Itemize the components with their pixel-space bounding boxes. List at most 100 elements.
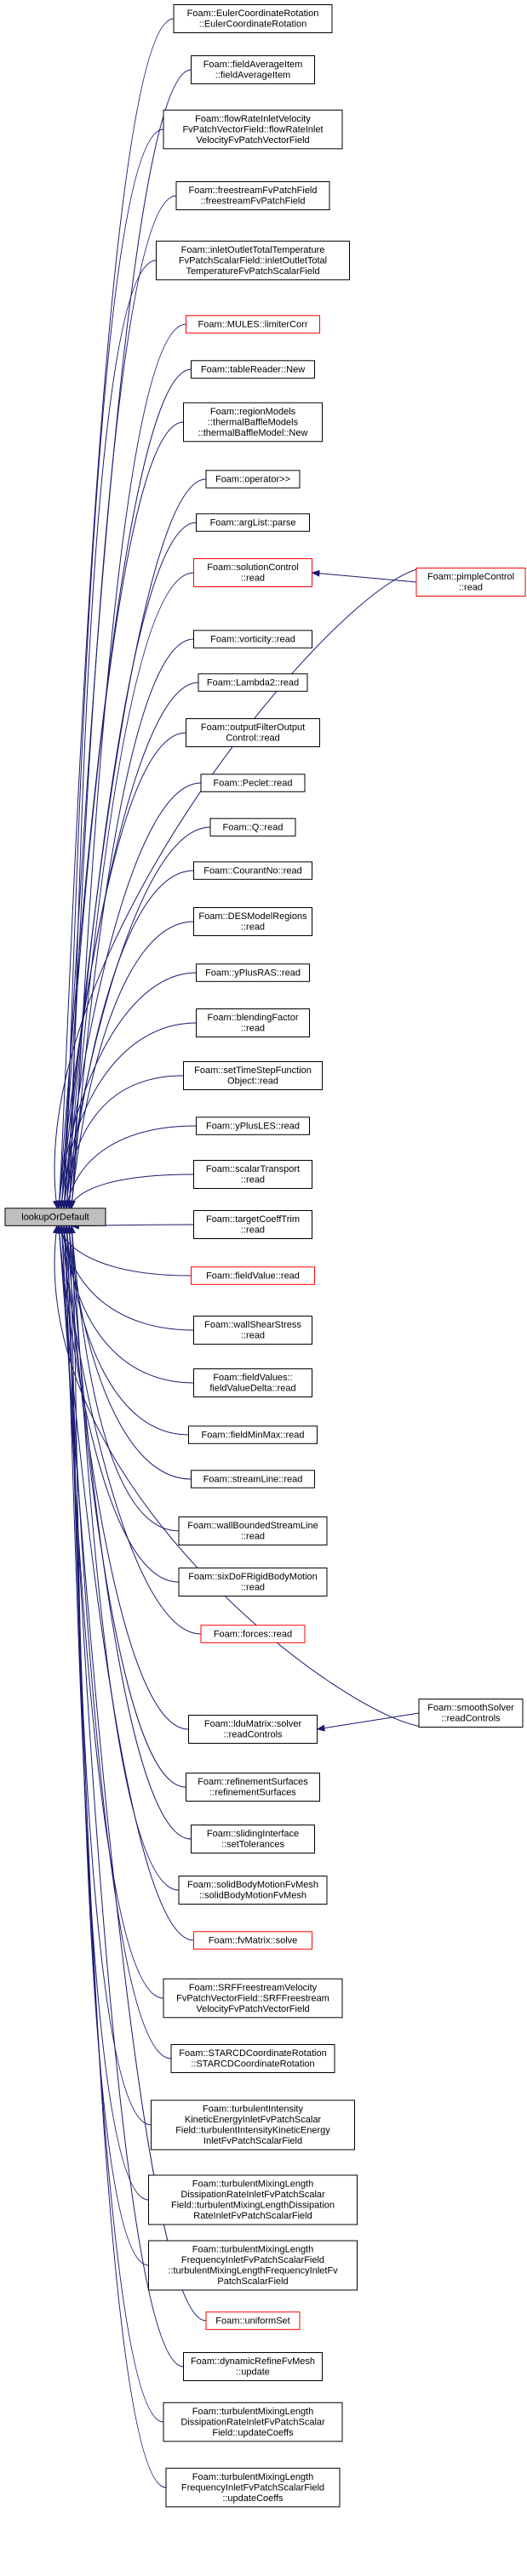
caller-node[interactable]: Foam::argList::parse: [196, 513, 310, 532]
caller-node[interactable]: Foam::inletOutletTotalTemperatureFvPatch…: [156, 240, 350, 281]
caller-node[interactable]: Foam::solutionControl::read: [193, 558, 312, 587]
caller-node-label-line: ::turbulentMixingLengthFrequencyInletFv: [168, 2266, 338, 2276]
caller-node[interactable]: Foam::freestreamFvPatchField::freestream…: [175, 181, 330, 210]
caller-node-label-line: Foam::yPlusRAS::read: [205, 968, 301, 978]
caller-node[interactable]: Foam::fvMatrix::solve: [193, 1931, 312, 1950]
caller-node-box: [186, 315, 320, 334]
call-edge: [58, 1225, 184, 2368]
caller-node-box: [196, 963, 310, 982]
caller-node-label-line: ::freestreamFvPatchField: [201, 197, 306, 207]
caller-node-label-line: Control::read: [226, 734, 280, 744]
call-edge: [60, 1075, 184, 1209]
call-edge: [68, 921, 194, 1209]
caller-node[interactable]: Foam::slidingInterface::setTolerances: [191, 1825, 315, 1853]
caller-node-box: [178, 1568, 328, 1596]
caller-node-box: [183, 402, 323, 443]
caller-node[interactable]: Foam::turbulentMixingLengthDissipationRa…: [148, 2174, 358, 2225]
caller-node[interactable]: Foam::targetCoeffTrim::read: [193, 1210, 312, 1239]
root-node-lookupOrDefault[interactable]: lookupOrDefault: [4, 1208, 106, 1226]
call-edge: [66, 1225, 192, 1840]
caller-node-box: [193, 630, 312, 648]
caller-node[interactable]: Foam::uniformSet: [205, 2311, 301, 2330]
caller-node-box: [205, 2311, 301, 2330]
caller-node[interactable]: Foam::turbulentMixingLengthFrequencyInle…: [148, 2240, 358, 2291]
call-edge: [68, 1174, 194, 1209]
caller-node[interactable]: Foam::MULES::limiterCorr: [186, 315, 320, 334]
caller-node[interactable]: Foam::sixDoFRigidBodyMotion::read: [178, 1568, 328, 1596]
second-level-node[interactable]: Foam::smoothSolver::readControls: [418, 1699, 524, 1728]
root-node-lookupOrDefault-label-line: lookupOrDefault: [21, 1212, 89, 1222]
caller-node-label-line: FvPatchVectorField::SRFFreestream: [176, 1993, 329, 2003]
caller-node-box: [148, 2240, 358, 2291]
caller-node[interactable]: Foam::turbulentMixingLengthDissipationRa…: [163, 2402, 343, 2442]
caller-node-box: [200, 774, 306, 792]
caller-node-label-line: Foam::lduMatrix::solver: [204, 1719, 302, 1729]
caller-node[interactable]: Foam::solidBodyMotionFvMesh::solidBodyMo…: [178, 1876, 328, 1905]
call-edge: [68, 638, 194, 1209]
caller-node-box: [193, 861, 312, 880]
call-edge: [66, 1225, 192, 1480]
caller-node-label-line: ::EulerCoordinateRotation: [199, 20, 307, 30]
caller-node[interactable]: Foam::vorticity::read: [193, 630, 312, 648]
caller-node-label-line: ::read: [241, 1532, 265, 1542]
caller-node[interactable]: Foam::Peclet::read: [200, 774, 306, 792]
caller-node[interactable]: Foam::tableReader::New: [191, 360, 315, 379]
caller-node[interactable]: Foam::streamLine::read: [191, 1470, 315, 1488]
caller-node[interactable]: Foam::refinementSurfaces::refinementSurf…: [186, 1773, 320, 1802]
caller-node[interactable]: Foam::fieldValues::fieldValueDelta::read: [193, 1368, 312, 1397]
caller-node-label-line: VelocityFvPatchVectorField: [196, 2004, 309, 2014]
caller-node[interactable]: Foam::SRFFreestreamVelocityFvPatchVector…: [163, 1978, 343, 2019]
caller-node[interactable]: Foam::wallBoundedStreamLine::read: [178, 1516, 328, 1545]
caller-node[interactable]: Foam::turbulentMixingLengthFrequencyInle…: [165, 2467, 341, 2508]
call-edge: [63, 826, 211, 1209]
caller-node[interactable]: Foam::scalarTransport::read: [193, 1160, 312, 1189]
caller-node[interactable]: Foam::flowRateInletVelocityFvPatchVector…: [163, 109, 343, 150]
caller-node-label-line: PatchScalarField: [217, 2276, 288, 2287]
caller-node-label-line: ::read: [241, 1331, 265, 1341]
caller-node-box: [193, 1368, 312, 1397]
call-edge: [60, 478, 207, 1209]
caller-node[interactable]: Foam::EulerCoordinateRotation::EulerCoor…: [173, 4, 333, 33]
caller-node[interactable]: Foam::Lambda2::read: [198, 673, 308, 692]
caller-node[interactable]: Foam::STARCDCoordinateRotation::STARCDCo…: [170, 2044, 335, 2073]
caller-node-box: [193, 558, 312, 587]
caller-node[interactable]: Foam::blendingFactor::read: [196, 1008, 310, 1037]
caller-node[interactable]: Foam::wallShearStress::read: [193, 1316, 312, 1345]
caller-node[interactable]: Foam::dynamicRefineFvMesh::update: [183, 2352, 323, 2381]
caller-node[interactable]: Foam::regionModels::thermalBaffleModels:…: [183, 402, 323, 443]
caller-node-label-line: Foam::SRFFreestreamVelocity: [189, 1983, 318, 1993]
caller-node-label-line: Foam::targetCoeffTrim: [206, 1214, 300, 1225]
caller-node-label-line: ::thermalBaffleModels: [208, 417, 299, 427]
caller-node[interactable]: Foam::fieldAverageItem::fieldAverageItem: [191, 55, 315, 84]
second-level-node[interactable]: Foam::pimpleControl::read: [415, 568, 526, 597]
caller-node[interactable]: Foam::fieldValue::read: [191, 1266, 315, 1285]
caller-node-box: [173, 4, 333, 33]
caller-node[interactable]: Foam::Q::read: [209, 818, 296, 837]
caller-node-box: [163, 109, 343, 150]
caller-node-label-line: ::read: [241, 1024, 265, 1034]
caller-node-label-line: Foam::operator>>: [215, 474, 290, 484]
caller-node[interactable]: Foam::DESModelRegions::read: [193, 907, 312, 936]
caller-node[interactable]: Foam::CourantNo::read: [193, 861, 312, 880]
caller-node-label-line: Foam::turbulentIntensity: [203, 2105, 304, 2115]
caller-node[interactable]: Foam::yPlusRAS::read: [196, 963, 310, 982]
caller-node-box: [170, 2044, 335, 2073]
caller-node[interactable]: Foam::operator>>: [205, 470, 301, 488]
caller-node-label-line: Foam::Peclet::read: [214, 778, 293, 788]
caller-node-box: [163, 1978, 343, 2019]
caller-node[interactable]: Foam::fieldMinMax::read: [188, 1425, 318, 1444]
caller-node[interactable]: Foam::lduMatrix::solver::readControls: [188, 1715, 318, 1744]
caller-node-label-line: Foam::fieldValues::: [213, 1373, 292, 1383]
caller-node-label-line: Foam::sixDoFRigidBodyMotion: [188, 1572, 318, 1582]
caller-node[interactable]: Foam::forces::read: [200, 1625, 306, 1643]
caller-node-label-line: Foam::solutionControl: [207, 563, 299, 573]
caller-node[interactable]: Foam::yPlusLES::read: [196, 1117, 310, 1135]
caller-node-box: [186, 718, 320, 747]
caller-node-label-line: Foam::blendingFactor: [208, 1013, 299, 1023]
caller-node-label-line: ::read: [241, 574, 265, 584]
caller-node[interactable]: Foam::turbulentIntensityKineticEnergyInl…: [151, 2099, 355, 2150]
caller-node-box: [193, 1160, 312, 1189]
caller-node-box: [186, 1773, 320, 1802]
